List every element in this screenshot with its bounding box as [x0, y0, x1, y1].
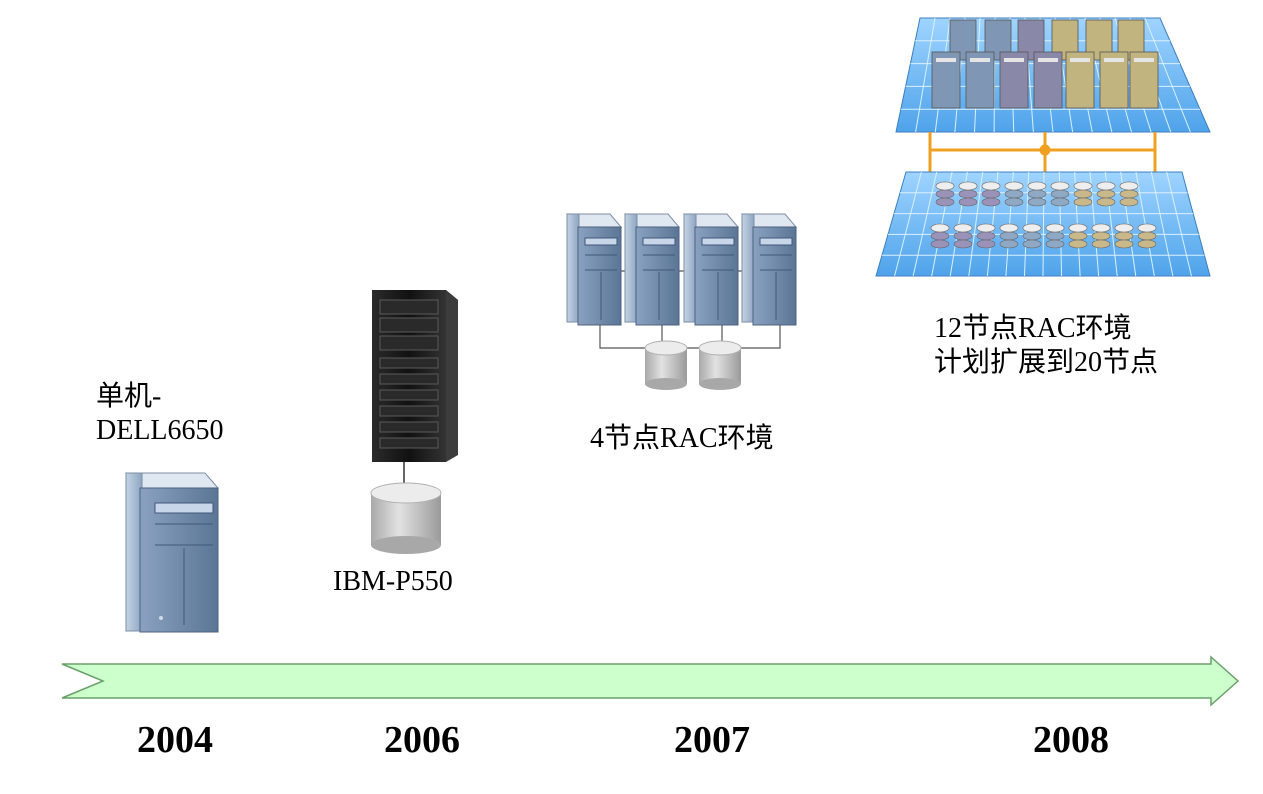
server-grid-platform-icon [895, 17, 1211, 133]
cluster-node-2 [623, 213, 681, 326]
rack-server-icon [372, 290, 458, 483]
year-2006: 2006 [384, 719, 460, 761]
stage-label-ibm-p550: IBM-P550 [333, 566, 453, 597]
cluster-node-4 [740, 213, 798, 326]
grid-interconnect [928, 132, 1157, 172]
stage-label-4-node-rac: 4节点RAC环境 [590, 423, 774, 454]
cluster-node-servers [565, 213, 798, 326]
storage-grid-platform-icon [875, 171, 1211, 277]
storage-disk-icon [370, 482, 442, 554]
stage-label-12-node-rac: 12节点RAC环境 计划扩展到20节点 [934, 313, 1159, 378]
tower-server-icon [124, 472, 220, 633]
stage-label-dell6650: 单机- DELL6650 [96, 381, 224, 446]
year-2004: 2004 [137, 719, 213, 761]
cluster-node-3 [682, 213, 740, 326]
cluster-node-1 [565, 213, 623, 326]
year-2007: 2007 [674, 719, 750, 761]
shared-disk-icons [644, 340, 742, 390]
timeline-arrow [61, 655, 1240, 707]
year-2008: 2008 [1033, 719, 1109, 761]
